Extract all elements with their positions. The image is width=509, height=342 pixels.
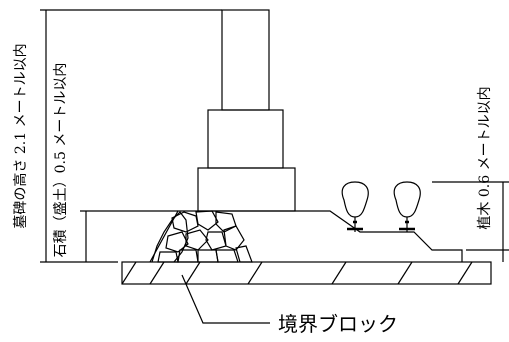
tombstone-middle-tier [197, 167, 296, 212]
tombstone [197, 9, 296, 212]
plants [341, 181, 421, 232]
plant-left [341, 181, 369, 232]
dimension-plant-height [432, 181, 509, 262]
boundary-block [121, 261, 492, 285]
label-plant-height: 植木 0.6 メートル以内 [477, 86, 493, 229]
dimension-mound-height [80, 210, 178, 262]
dimension-total-height [40, 9, 222, 263]
label-boundary-block: 境界ブロック [278, 312, 398, 336]
tombstone-upper-tier [207, 109, 284, 169]
tombstone-top-pillar [221, 9, 270, 111]
label-total-height: 墓碑の高さ 2.1 メートル以内 [12, 43, 29, 228]
stone-wall [151, 210, 253, 263]
plant-right [393, 181, 421, 232]
label-mound-height: 石積（盛土）0.5 メートル以内 [53, 63, 69, 258]
boundary-block-leader [181, 274, 270, 324]
